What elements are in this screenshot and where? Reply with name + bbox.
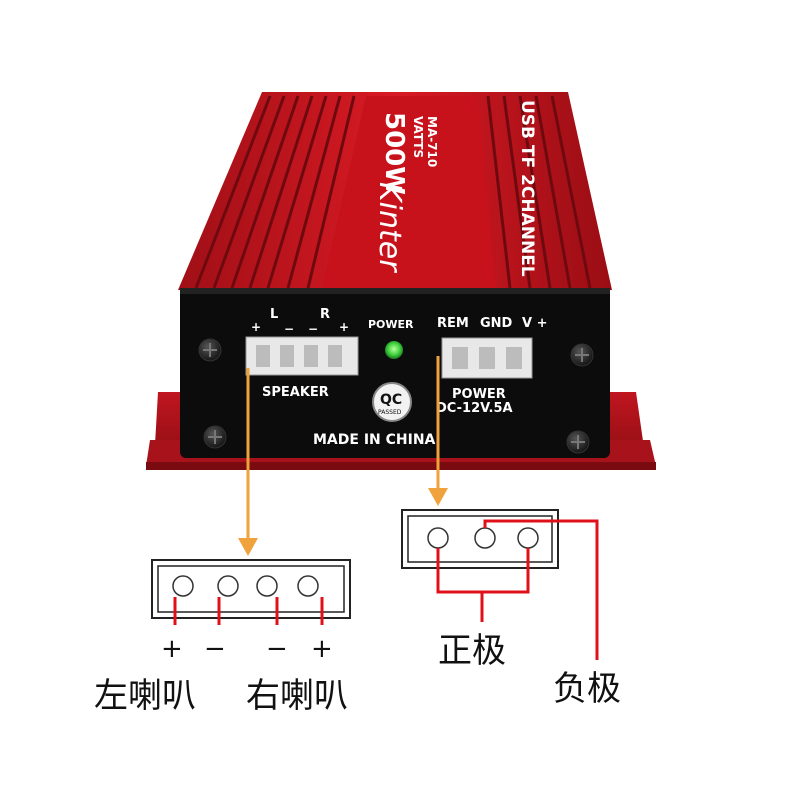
brand-label: 500W VATTS MA-710 Kinter bbox=[372, 112, 439, 273]
terminal-hole bbox=[297, 575, 319, 597]
terminal-hole bbox=[517, 527, 539, 549]
speaker-polarity-4: + bbox=[339, 320, 349, 334]
terminal-hole bbox=[217, 575, 239, 597]
side-label: USB TF 2CHANNEL bbox=[517, 100, 537, 277]
right-speaker-label: 右喇叭 bbox=[246, 676, 348, 716]
speaker-l-label: L bbox=[270, 307, 278, 322]
power-label: POWER bbox=[452, 387, 506, 402]
speaker-terminal-diagram: + − − + 左喇叭 右喇叭 bbox=[94, 559, 351, 716]
power-connector bbox=[441, 337, 533, 379]
negative-wire bbox=[483, 519, 599, 660]
power-callout-arrow bbox=[428, 356, 448, 506]
heatsink-fins bbox=[194, 95, 592, 289]
terminal-hole bbox=[474, 527, 496, 549]
speaker-callout-arrow bbox=[238, 368, 258, 556]
speaker-label: SPEAKER bbox=[262, 385, 329, 400]
power-spec: DC-12V.5A bbox=[436, 401, 513, 416]
power-led bbox=[385, 341, 403, 359]
terminal-hole bbox=[256, 575, 278, 597]
speaker-connector bbox=[245, 336, 359, 376]
qc-text: QC bbox=[380, 392, 402, 408]
terminal-hole bbox=[427, 527, 449, 549]
polarity-minus-left: − bbox=[204, 634, 226, 664]
v-label: V + bbox=[522, 316, 547, 331]
polarity-minus-right: − bbox=[266, 634, 288, 664]
amplifier-photo: 500W VATTS MA-710 Kinter USB TF 2CHANNEL bbox=[146, 92, 656, 470]
polarity-plus-left: + bbox=[161, 634, 183, 664]
positive-label: 正极 bbox=[438, 631, 506, 671]
speaker-polarity-3: − bbox=[308, 322, 318, 336]
power-rating: 500W bbox=[379, 112, 409, 195]
model-number: MA-710 bbox=[425, 116, 439, 167]
positive-wire bbox=[436, 548, 530, 622]
front-panel: L R + − − + SPEAKER POWER QC PASSED bbox=[180, 288, 610, 458]
negative-label: 负极 bbox=[553, 669, 621, 709]
power-terminal-diagram: 正极 负极 bbox=[401, 509, 621, 709]
rem-label: REM bbox=[437, 316, 469, 331]
brand-logo: Kinter bbox=[372, 182, 407, 273]
speaker-r-label: R bbox=[320, 307, 330, 322]
amplifier-housing: 500W VATTS MA-710 Kinter USB TF 2CHANNEL bbox=[178, 92, 612, 290]
qc-badge: QC PASSED bbox=[372, 382, 412, 422]
speaker-polarity-2: − bbox=[284, 322, 294, 336]
polarity-plus-right: + bbox=[311, 634, 333, 664]
terminal-hole bbox=[172, 575, 194, 597]
qc-sub: PASSED bbox=[378, 409, 402, 416]
power-led-label: POWER bbox=[368, 318, 414, 331]
gnd-label: GND bbox=[480, 316, 513, 331]
left-speaker-label: 左喇叭 bbox=[94, 676, 196, 716]
speaker-polarity-1: + bbox=[251, 320, 261, 334]
watts-label: VATTS bbox=[411, 116, 425, 158]
made-in-label: MADE IN CHINA bbox=[313, 432, 436, 448]
